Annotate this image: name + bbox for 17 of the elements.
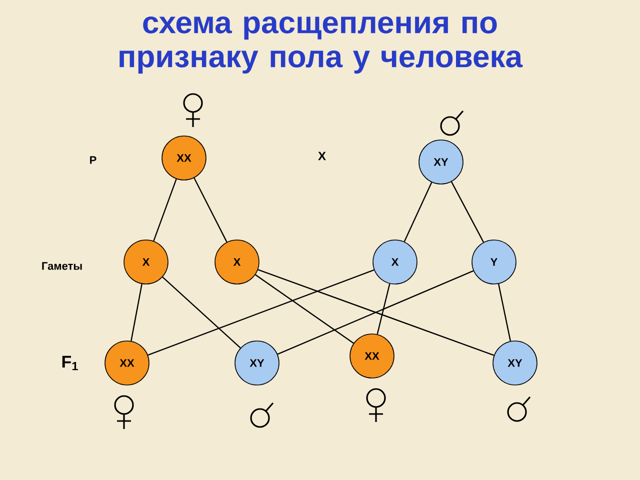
connector-line <box>498 284 512 342</box>
label: Гаметы <box>42 262 82 270</box>
connector-line <box>130 284 142 342</box>
connector-line <box>404 182 432 242</box>
connector-line <box>148 269 374 356</box>
connector-line <box>258 269 494 356</box>
label: F$_{1}$ <box>62 356 78 370</box>
label: X <box>318 152 326 160</box>
connector-line <box>376 284 390 334</box>
connector-line <box>153 178 177 242</box>
connector-line <box>277 270 474 355</box>
connector-line <box>255 274 354 344</box>
label: P <box>90 156 96 164</box>
connector-line <box>450 182 484 242</box>
title: схема расщепления по признаку пола у человека <box>120 16 523 74</box>
connector-line <box>162 276 241 348</box>
connector-line <box>194 178 228 242</box>
